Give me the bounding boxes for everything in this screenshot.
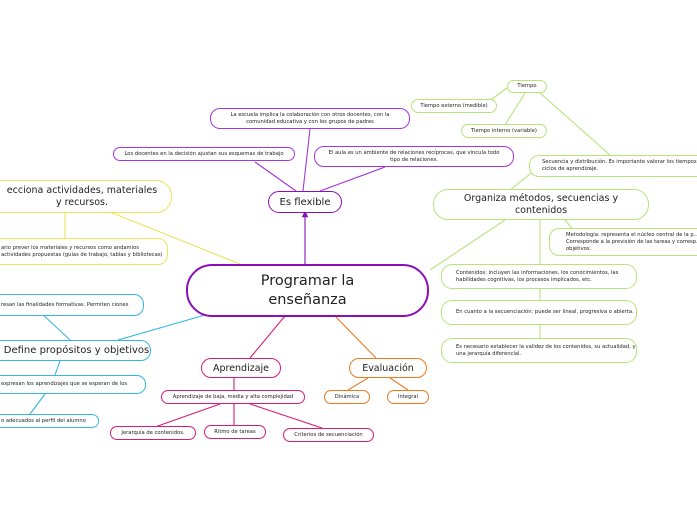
- tiempo-interno-label: Tiempo interno (variable): [471, 127, 537, 134]
- contenidos-text: Contenidos: incluyen las informaciones, …: [456, 269, 619, 283]
- root-label: Programar la enseñanza: [260, 272, 355, 308]
- tiempo-interno-node[interactable]: Tiempo interno (variable): [461, 124, 547, 138]
- propositos-item-3[interactable]: o adecuados al perfil del alumno: [0, 414, 99, 428]
- evaluacion-node[interactable]: Evaluación: [349, 358, 427, 378]
- evaluacion-item-2[interactable]: Integral: [387, 390, 429, 404]
- validez-node[interactable]: Es necesario establecer la validez de lo…: [441, 338, 637, 363]
- link-eva-2: [389, 377, 409, 391]
- tiempo-externo-label: Tiempo externo (medible): [420, 102, 488, 109]
- selecciona-detail-text: ario prever los materiales y recursos co…: [1, 244, 163, 258]
- aprendizaje-sub[interactable]: Aprendizaje de baja, media y alta comple…: [161, 390, 305, 404]
- link-tiempo-secuencia: [539, 92, 611, 156]
- tiempo-externo-node[interactable]: Tiempo externo (medible): [411, 99, 497, 113]
- root-node[interactable]: Programar la enseñanza: [186, 264, 429, 317]
- flexible-item-1-text: La escuela implica la colaboración con o…: [230, 111, 390, 125]
- link-tiempo-interno: [504, 92, 526, 126]
- secuencia-text: Secuencia y distribución. Es importante …: [542, 159, 697, 172]
- secuenciacion-text: En cuanto a la secuenciación: puede ser …: [456, 309, 634, 315]
- propositos-item-2-text: expresan los aprendizajes que se esperan…: [1, 381, 128, 387]
- link-root-propositos: [117, 314, 206, 341]
- link-flex-3: [319, 166, 386, 192]
- link-root-aprendizaje: [249, 315, 286, 359]
- validez-text: Es necesario establecer la validez de lo…: [456, 343, 636, 357]
- metodologia-text: Metodología: representa el núcleo centra…: [566, 231, 697, 252]
- secuencia-node[interactable]: Secuencia y distribución. Es importante …: [529, 155, 697, 177]
- secuenciacion-node[interactable]: En cuanto a la secuenciación: puede ser …: [441, 300, 637, 325]
- link-root-evaluacion: [334, 315, 377, 359]
- link-apr-3: [249, 403, 323, 429]
- organiza-node[interactable]: Organiza métodos, secuencias y contenido…: [433, 189, 649, 220]
- tiempo-node[interactable]: Tiempo: [507, 80, 547, 93]
- link-apr-1: [154, 403, 221, 428]
- flexible-item-3[interactable]: El aula es un ambiente de relaciones rec…: [314, 146, 514, 167]
- propositos-item-3-text: o adecuados al perfil del alumno: [1, 417, 86, 424]
- aprendizaje-item-1-text: Jerarquía de contenidos.: [121, 429, 185, 436]
- aprendizaje-item-3-text: Criterios de secuenciación: [294, 431, 363, 438]
- aprendizaje-item-3[interactable]: Criterios de secuenciación: [283, 428, 374, 442]
- selecciona-detail[interactable]: ario prever los materiales y recursos co…: [0, 238, 168, 265]
- propositos-label: Define propósitos y objetivos: [3, 345, 150, 356]
- link-prop-1: [39, 311, 71, 341]
- link-prop-2: [54, 360, 61, 376]
- link-root-selecciona: [109, 211, 241, 265]
- evaluacion-label: Evaluación: [362, 362, 414, 374]
- flexible-item-1[interactable]: La escuela implica la colaboración con o…: [210, 108, 410, 129]
- evaluacion-item-1[interactable]: Dinámica: [324, 390, 370, 404]
- evaluacion-item-2-text: Integral: [397, 393, 419, 400]
- flexible-node[interactable]: Es flexible: [268, 191, 342, 213]
- aprendizaje-item-2-text: Ritmo de tareas: [214, 428, 256, 435]
- aprendizaje-sub-text: Aprendizaje de baja, media y alta comple…: [172, 393, 294, 400]
- evaluacion-item-1-text: Dinámica: [334, 393, 360, 400]
- metodologia-node[interactable]: Metodología: representa el núcleo centra…: [549, 228, 697, 256]
- propositos-item-1-text: resan las finalidades formativas. Permit…: [1, 301, 129, 308]
- aprendizaje-item-1[interactable]: Jerarquía de contenidos.: [110, 426, 196, 440]
- contenidos-node[interactable]: Contenidos: incluyen las informaciones, …: [441, 264, 637, 289]
- aprendizaje-node[interactable]: Aprendizaje: [201, 358, 281, 378]
- organiza-label: Organiza métodos, secuencias y contenido…: [463, 192, 619, 216]
- flexible-item-2[interactable]: Los docentes en la decisión ajustan sus …: [113, 147, 295, 161]
- link-prop-3: [29, 393, 46, 415]
- propositos-node[interactable]: Define propósitos y objetivos: [0, 340, 151, 361]
- propositos-item-1[interactable]: resan las finalidades formativas. Permit…: [0, 294, 144, 316]
- flexible-item-3-text: El aula es un ambiente de relaciones rec…: [328, 149, 500, 163]
- aprendizaje-item-2[interactable]: Ritmo de tareas: [204, 425, 266, 439]
- link-flex-2: [254, 161, 297, 192]
- selecciona-node[interactable]: ecciona actividades, materiales y recurs…: [0, 180, 172, 213]
- aprendizaje-label: Aprendizaje: [212, 362, 270, 374]
- link-eva-1: [347, 377, 369, 391]
- flexible-item-2-text: Los docentes en la decisión ajustan sus …: [124, 150, 284, 157]
- tiempo-label: Tiempo: [517, 83, 537, 89]
- link-root-organiza: [429, 219, 506, 271]
- selecciona-label: ecciona actividades, materiales y recurs…: [6, 184, 158, 208]
- flexible-label: Es flexible: [279, 196, 331, 208]
- propositos-item-2[interactable]: expresan los aprendizajes que se esperan…: [0, 375, 146, 394]
- link-flex-1: [302, 128, 311, 192]
